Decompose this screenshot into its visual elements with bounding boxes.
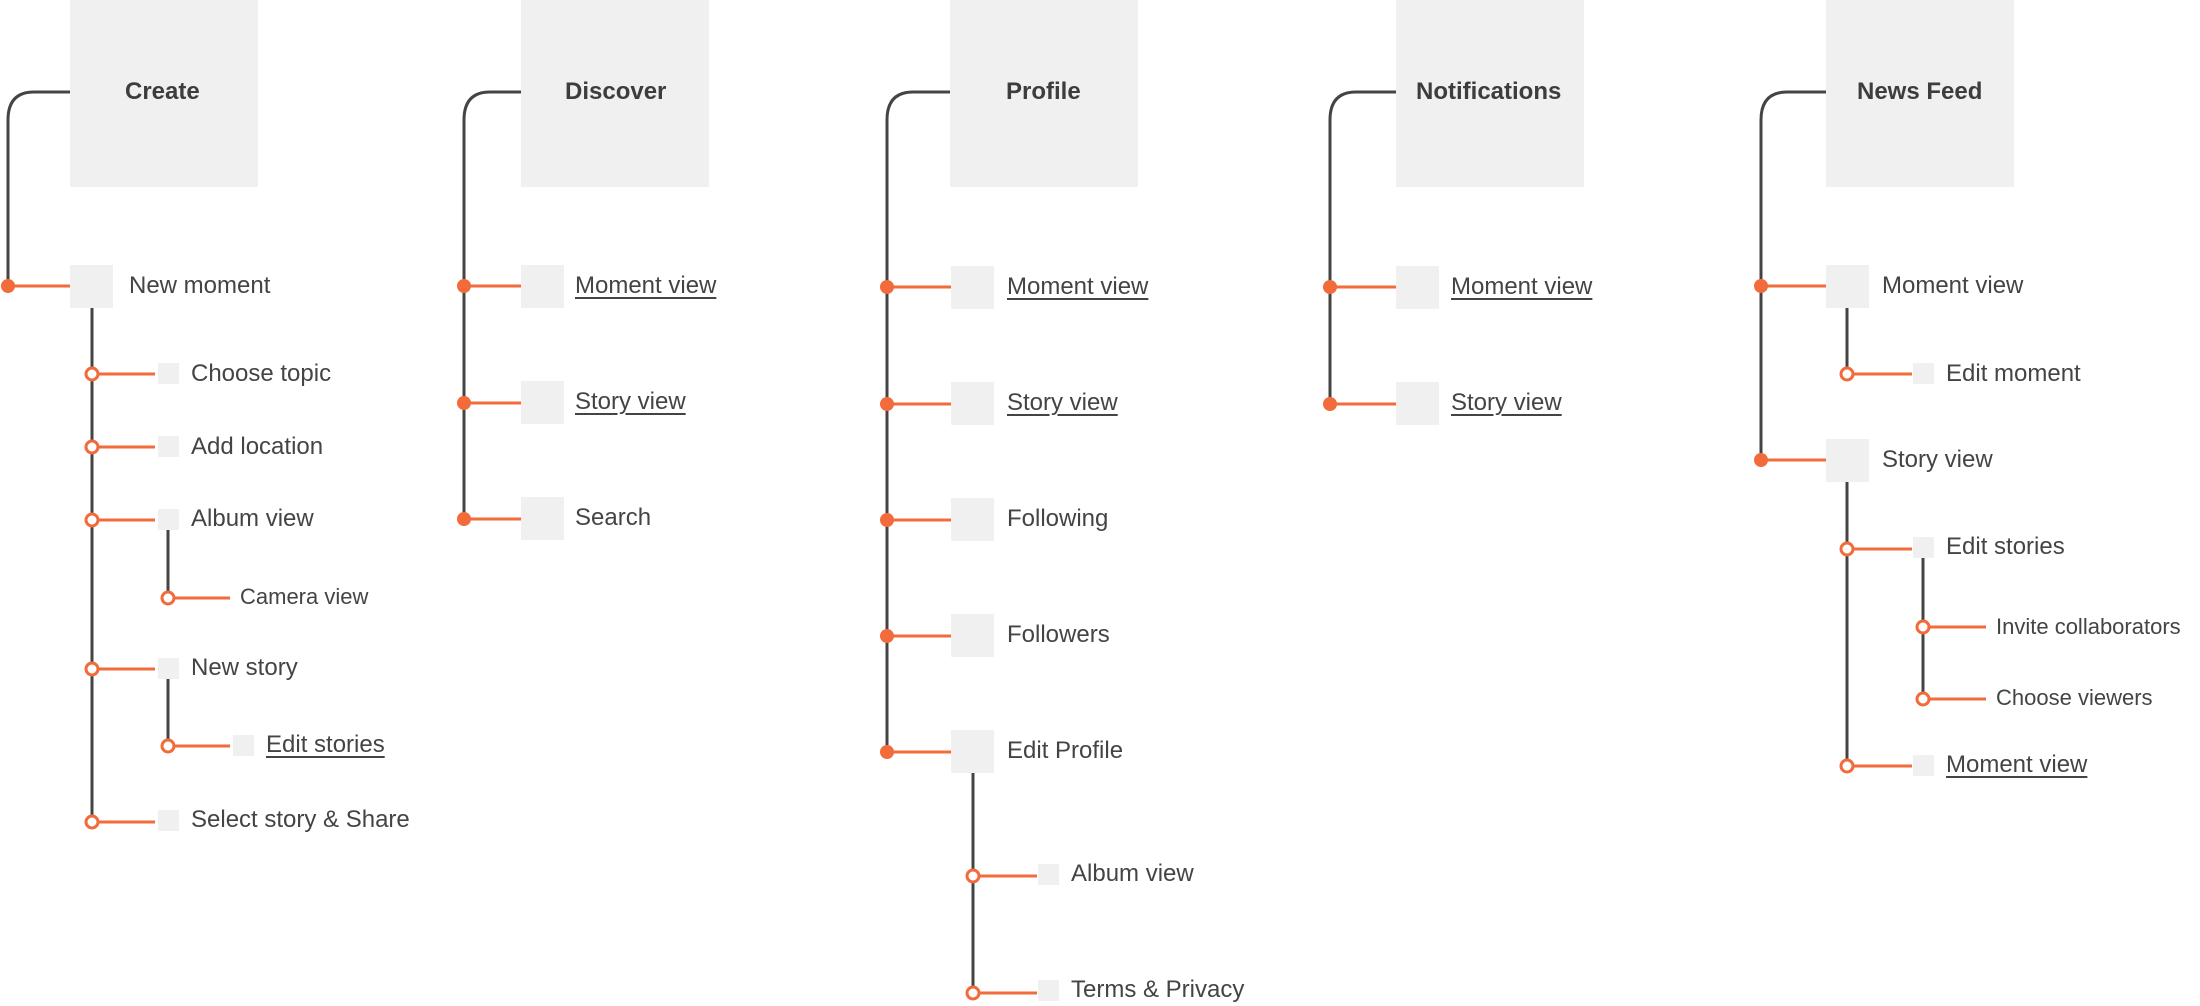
select-story-share-box <box>158 810 179 831</box>
node-dot <box>1754 453 1768 467</box>
news-feed-title: News Feed <box>1857 78 1983 105</box>
invite-collaborators-label: Invite collaborators <box>1996 614 2181 639</box>
node-dot <box>1754 279 1768 293</box>
discover-story-view-box <box>521 381 564 424</box>
feed-edit-stories-label: Edit stories <box>1946 533 2065 560</box>
edit-stories-link[interactable]: Edit stories <box>266 731 385 758</box>
terms-privacy-box <box>1038 980 1059 1001</box>
subnode-dot <box>1839 758 1855 774</box>
album-view-label: Album view <box>191 505 314 532</box>
discover-story-view-link[interactable]: Story view <box>575 388 686 415</box>
notifications-title: Notifications <box>1416 78 1562 105</box>
notifications-moment-view-link[interactable]: Moment view <box>1451 273 1593 300</box>
feed-moment-view-2-box <box>1913 755 1934 776</box>
profile-moment-view-link[interactable]: Moment view <box>1007 273 1149 300</box>
subnode-dot <box>160 590 176 606</box>
header-curve <box>6 90 110 286</box>
new-story-label: New story <box>191 654 298 681</box>
choose-viewers-label: Choose viewers <box>1996 685 2153 710</box>
create-title: Create <box>125 78 200 105</box>
subnode-dot <box>965 868 981 884</box>
following-label: Following <box>1007 505 1109 532</box>
profile-album-view-label: Album view <box>1071 860 1194 887</box>
subnode-dot <box>84 512 100 528</box>
terms-privacy-label: Terms & Privacy <box>1071 976 1245 1003</box>
discover-moment-view-box <box>521 265 564 308</box>
subnode-dot <box>84 366 100 382</box>
feed-edit-stories-box <box>1913 537 1934 558</box>
node-dot <box>1323 397 1337 411</box>
new-moment-box <box>70 265 113 308</box>
node-dot <box>1323 280 1337 294</box>
subnode-dot <box>965 985 981 1001</box>
subnode-dot <box>160 738 176 754</box>
edit-moment-box <box>1913 363 1934 384</box>
search-box <box>521 497 564 540</box>
search-label: Search <box>575 504 652 531</box>
add-location-box <box>158 436 179 457</box>
news-feed-header-box <box>1826 0 2014 187</box>
followers-box <box>951 614 994 657</box>
profile-story-view-box <box>951 382 994 425</box>
edit-stories-box <box>233 735 254 756</box>
create-header-box <box>70 0 258 187</box>
node-dot <box>880 280 894 294</box>
album-view-box <box>158 509 179 530</box>
header-curve <box>885 90 988 752</box>
feed-moment-view-2-link[interactable]: Moment view <box>1946 751 2088 778</box>
feed-moment-view-box <box>1826 265 1869 308</box>
feed-story-view-label: Story view <box>1882 446 1993 473</box>
header-curve <box>1328 90 1405 404</box>
edit-profile-box <box>951 730 994 773</box>
subnode-dot <box>1915 619 1931 635</box>
node-dot <box>880 629 894 643</box>
new-moment-label: New moment <box>129 272 271 299</box>
new-story-box <box>158 658 179 679</box>
followers-label: Followers <box>1007 621 1110 648</box>
discover-moment-view-link[interactable]: Moment view <box>575 272 717 299</box>
discover-title: Discover <box>565 78 667 105</box>
edit-profile-label: Edit Profile <box>1007 737 1124 764</box>
camera-view-label: Camera view <box>240 584 369 609</box>
discover-header-box <box>521 0 709 187</box>
subnode-dot <box>1839 366 1855 382</box>
choose-topic-box <box>158 363 179 384</box>
profile-story-view-link[interactable]: Story view <box>1007 389 1118 416</box>
node-dot <box>880 745 894 759</box>
add-location-label: Add location <box>191 433 324 460</box>
header-curve <box>1759 90 1845 460</box>
subnode-dot <box>1839 541 1855 557</box>
feed-moment-view-label: Moment view <box>1882 272 2024 299</box>
choose-topic-label: Choose topic <box>191 360 332 387</box>
node-dot <box>457 396 471 410</box>
edit-moment-label: Edit moment <box>1946 360 2081 387</box>
profile-moment-view-box <box>951 266 994 309</box>
notifications-header-box <box>1396 0 1584 187</box>
notifications-story-view-box <box>1396 382 1439 425</box>
header-curve <box>462 90 550 519</box>
node-dot <box>880 513 894 527</box>
notifications-moment-view-box <box>1396 266 1439 309</box>
node-dot <box>880 397 894 411</box>
profile-title: Profile <box>1006 78 1081 105</box>
profile-header-box <box>950 0 1138 187</box>
profile-album-view-box <box>1038 864 1059 885</box>
subnode-dot <box>1915 691 1931 707</box>
subnode-dot <box>84 814 100 830</box>
notifications-story-view-link[interactable]: Story view <box>1451 389 1562 416</box>
subnode-dot <box>84 439 100 455</box>
following-box <box>951 498 994 541</box>
node-dot <box>457 512 471 526</box>
node-dot <box>457 279 471 293</box>
subnode-dot <box>84 661 100 677</box>
feed-story-view-box <box>1826 439 1869 482</box>
select-story-share-label: Select story & Share <box>191 806 410 833</box>
node-dot <box>1 279 15 293</box>
